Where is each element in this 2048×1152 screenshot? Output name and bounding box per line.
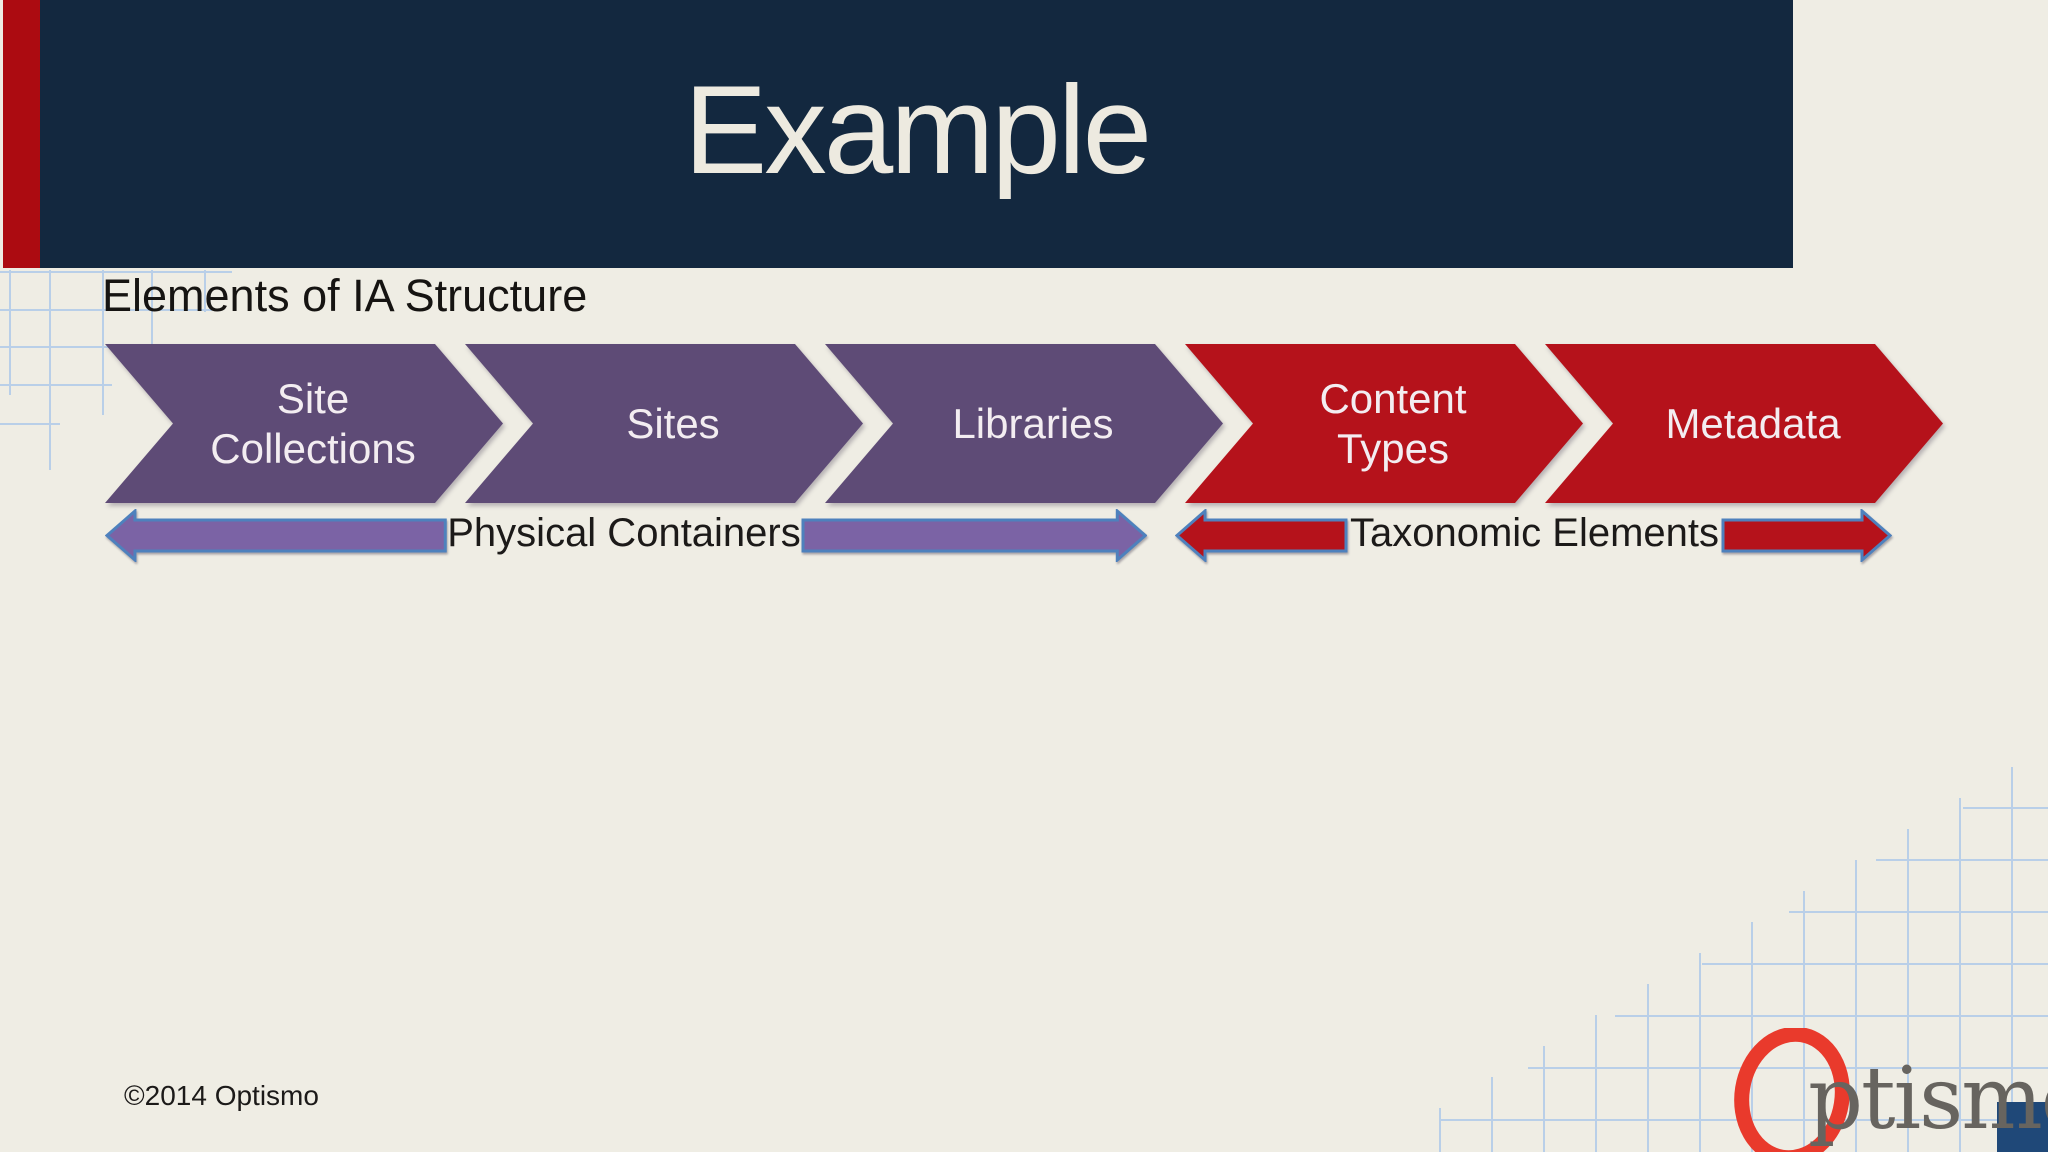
chevron-label: Content Types bbox=[1319, 374, 1467, 472]
chevron-content-types: Content Types bbox=[1185, 344, 1583, 503]
right-arrowhead-segment bbox=[1721, 509, 1892, 562]
chevron-label: Site Collections bbox=[210, 374, 416, 472]
title-banner: Example bbox=[40, 0, 1793, 268]
taxonomic-elements-span-arrow: Taxonomic Elements bbox=[1175, 509, 1892, 562]
chevron-libraries: Libraries bbox=[825, 344, 1223, 503]
physical-containers-span-arrow: Physical Containers bbox=[105, 509, 1147, 562]
logo-wordmark: ptismo bbox=[1808, 1049, 2048, 1149]
section-heading: Elements of IA Structure bbox=[102, 270, 588, 321]
slide-title: Example bbox=[683, 60, 1152, 200]
chevron-sites: Sites bbox=[465, 344, 863, 503]
copyright-text: ©2014 Optismo bbox=[124, 1080, 319, 1111]
optismo-logo: ptismo bbox=[1730, 1020, 2048, 1152]
chevron-site-collections: Site Collections bbox=[105, 344, 503, 503]
left-accent-bar bbox=[3, 0, 40, 268]
logo-letter-o bbox=[1734, 1028, 1850, 1152]
left-arrowhead-segment bbox=[105, 509, 447, 562]
left-arrowhead-segment bbox=[1175, 509, 1348, 562]
span-label: Taxonomic Elements bbox=[1349, 511, 1720, 555]
right-arrowhead-segment bbox=[801, 509, 1147, 562]
span-label: Physical Containers bbox=[447, 511, 801, 555]
chevron-label: Sites bbox=[626, 399, 720, 447]
logo-blue-square bbox=[1997, 1102, 2048, 1152]
chevron-label: Metadata bbox=[1665, 399, 1841, 447]
chevron-metadata: Metadata bbox=[1545, 344, 1943, 503]
chevron-label: Libraries bbox=[952, 399, 1114, 447]
